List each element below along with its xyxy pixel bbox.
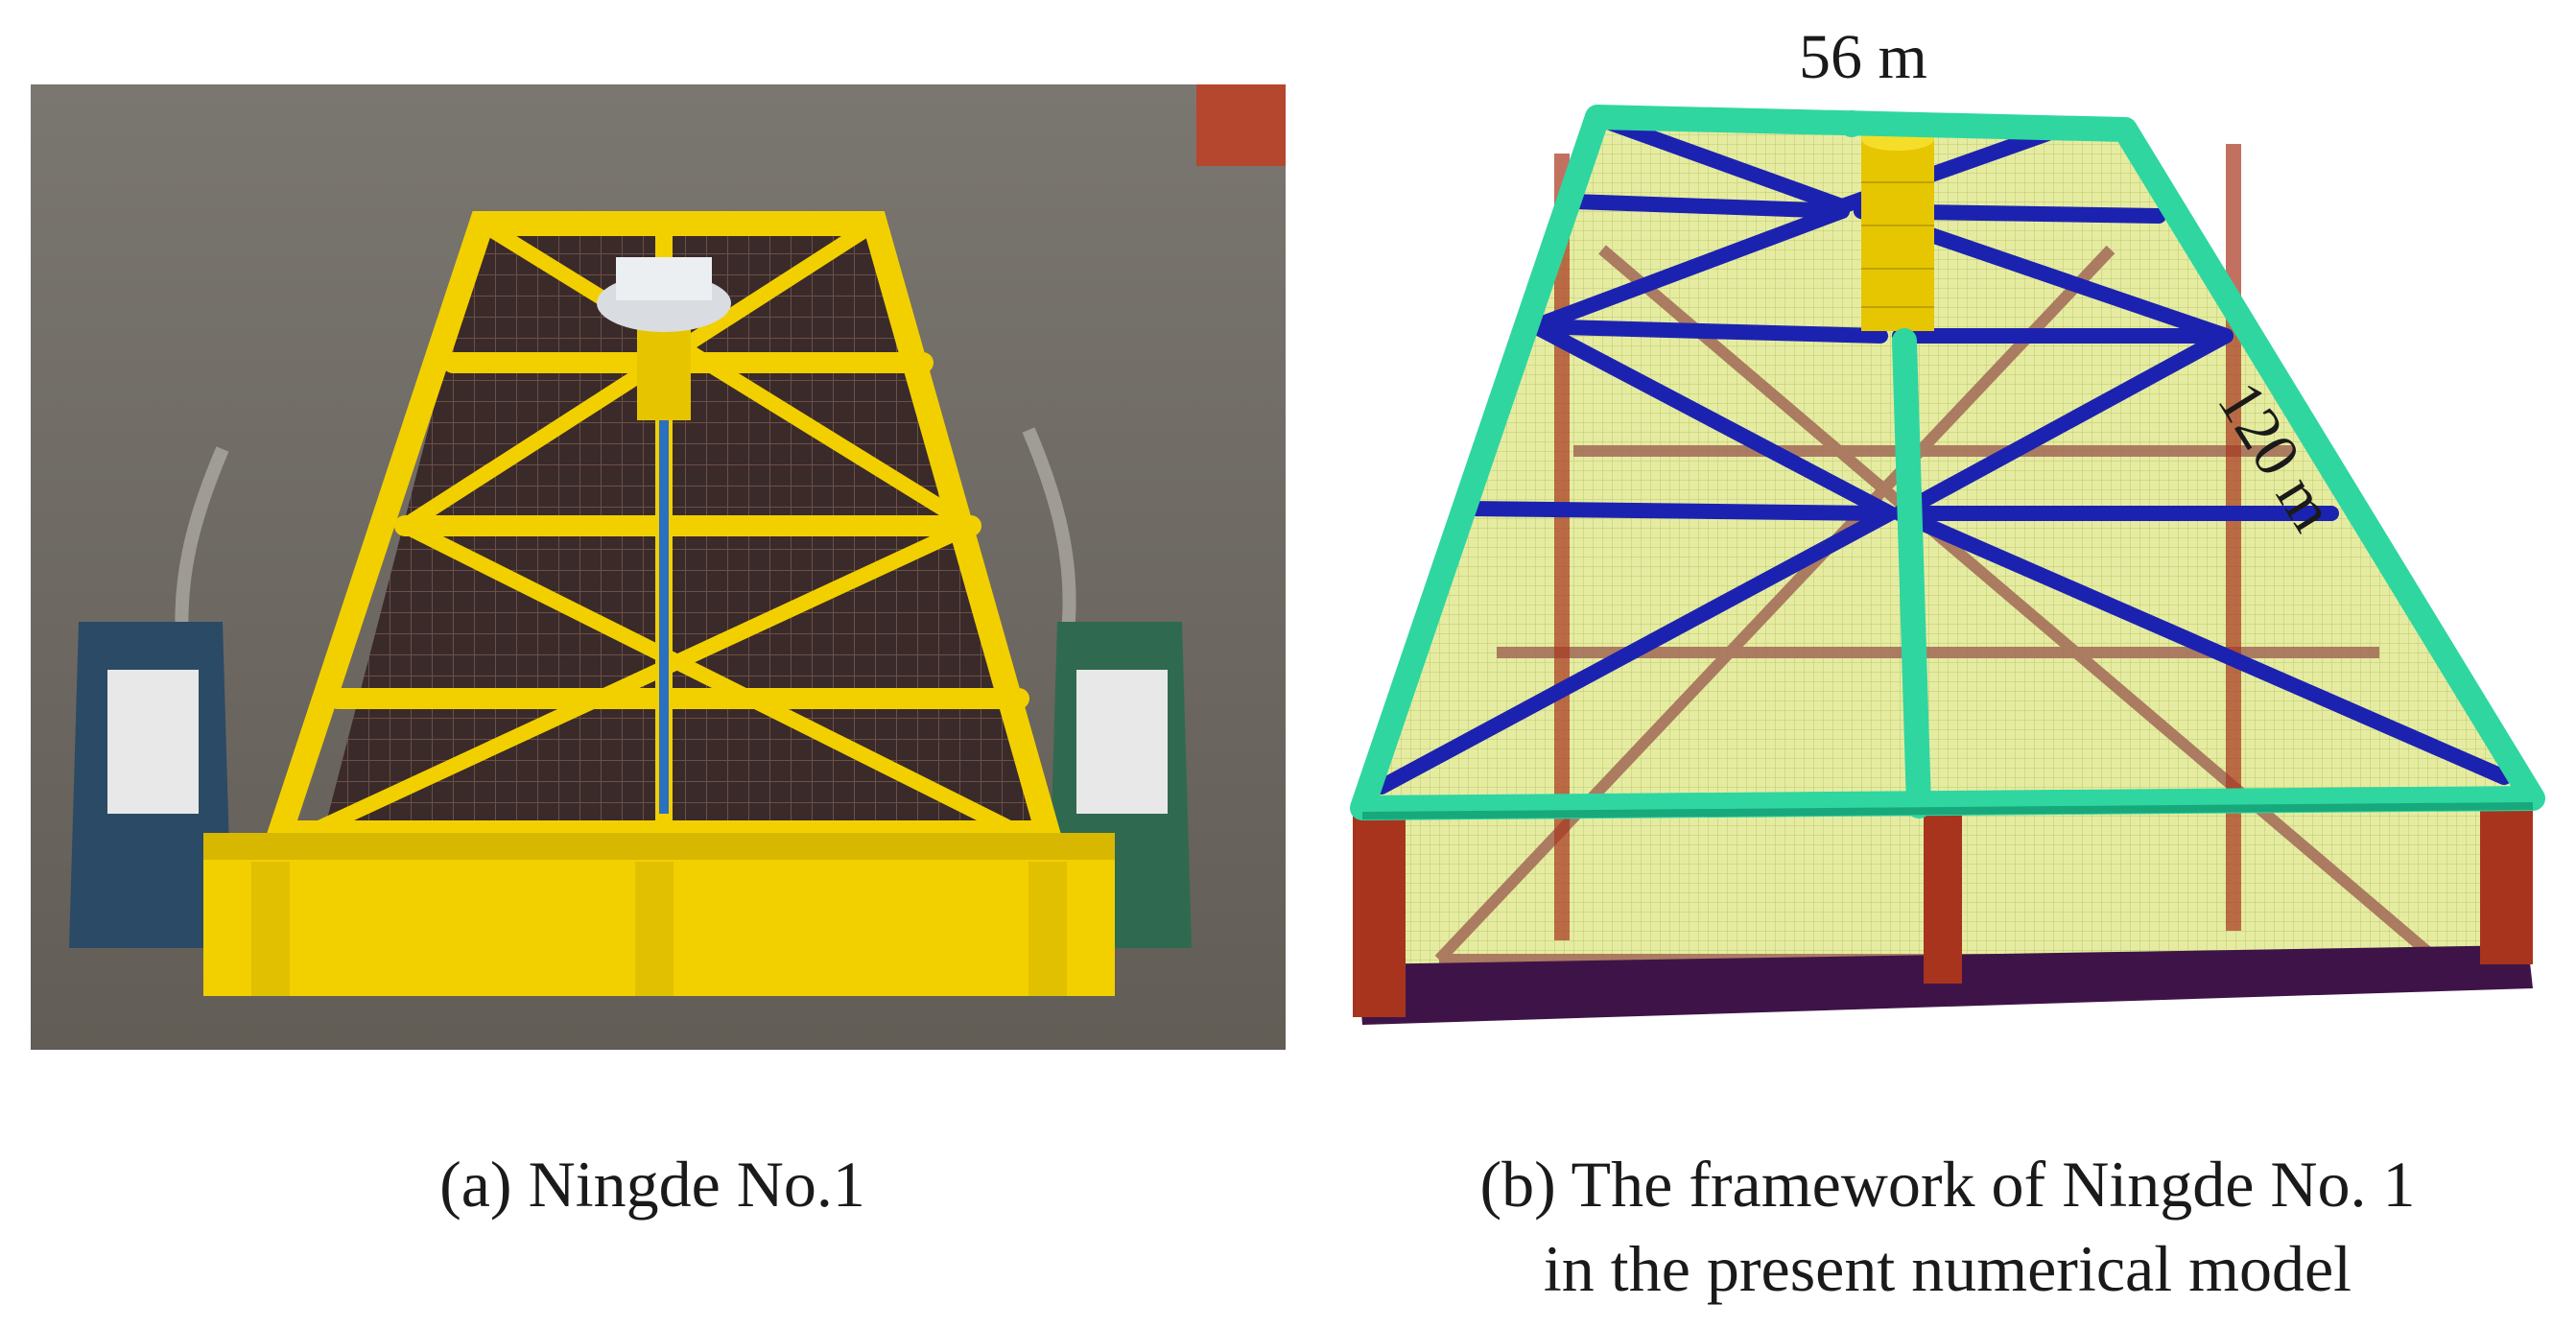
- photo-illustration: [31, 84, 1286, 1050]
- dimension-label-width: 56 m: [1799, 22, 1927, 92]
- caption-a-text: (a) Ningde No.1: [439, 1148, 865, 1221]
- teal-top-frame: [1350, 105, 2545, 820]
- caption-panel-a: (a) Ningde No.1: [173, 1142, 1132, 1226]
- numerical-model-framework: [1286, 0, 2576, 1056]
- blue-braces: [1374, 112, 2512, 795]
- caption-b-line2: in the present numerical model: [1543, 1232, 2352, 1305]
- ship-hull: [1196, 84, 1286, 166]
- photo-ningde-no1: [31, 84, 1286, 1050]
- base-pontoon: [1358, 945, 2533, 1025]
- caption-panel-b: (b) The framework of Ningde No. 1 in the…: [1420, 1142, 2475, 1311]
- framework-illustration: [1350, 105, 2545, 1025]
- central-tower: [597, 257, 731, 420]
- central-cylinder: [1861, 128, 1934, 331]
- caption-b-line1: (b) The framework of Ningde No. 1: [1479, 1148, 2416, 1221]
- tugboat-right: [1048, 622, 1192, 948]
- tugboat-left: [69, 622, 232, 948]
- teal-frame-shadow: [1361, 802, 2534, 819]
